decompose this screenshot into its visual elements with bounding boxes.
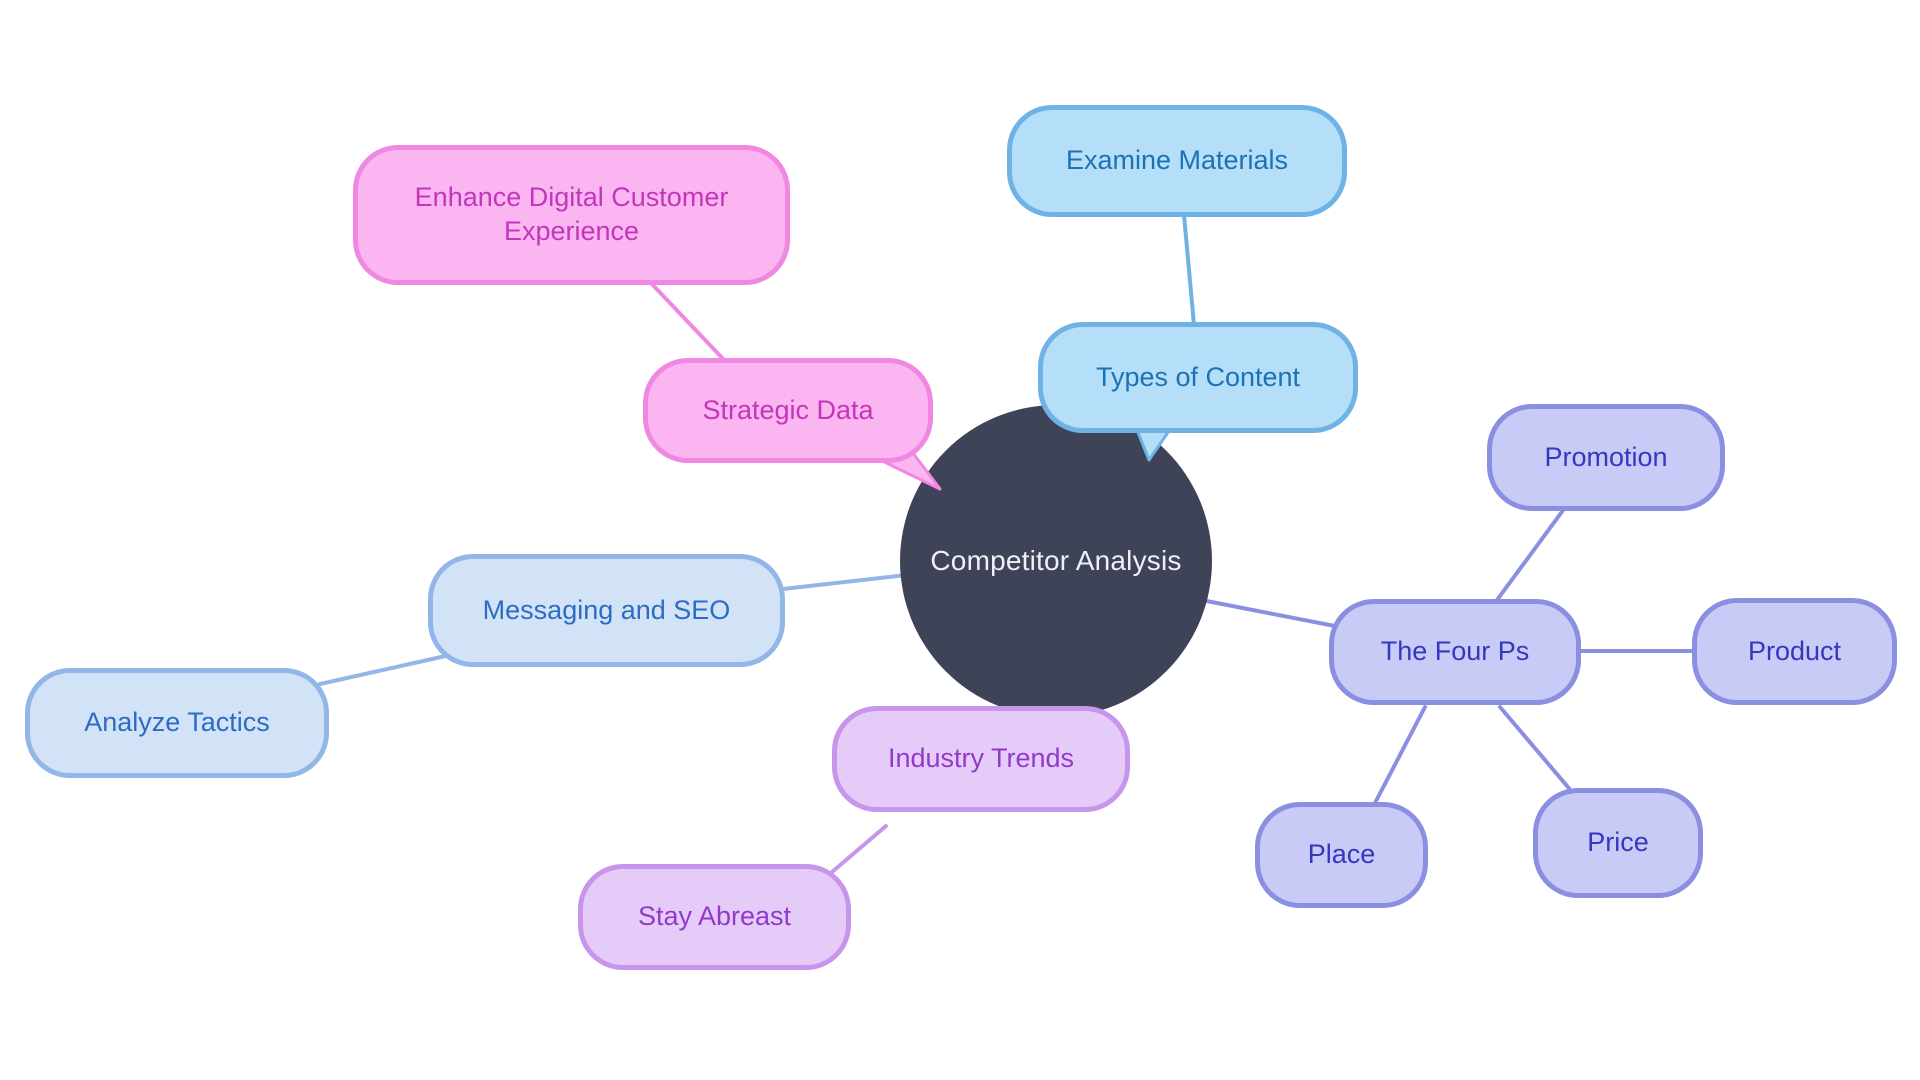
edge-strategic-enhance — [648, 280, 728, 364]
node-place: Place — [1255, 802, 1428, 908]
edge-fourps-place — [1373, 705, 1427, 805]
node-price: Price — [1533, 788, 1703, 898]
edge-fourps-promotion — [1495, 507, 1566, 602]
node-stay-abreast: Stay Abreast — [578, 864, 851, 970]
node-types-of-content: Types of Content — [1038, 322, 1358, 433]
node-enhance-digital-customer-experience: Enhance Digital Customer Experience — [353, 145, 790, 285]
node-messaging-and-seo: Messaging and SEO — [428, 554, 785, 667]
node-industry-trends: Industry Trends — [832, 706, 1130, 812]
edge-center-messaging — [781, 572, 917, 591]
node-competitor-analysis: Competitor Analysis — [900, 405, 1212, 717]
edge-types-examine — [1182, 213, 1196, 327]
center-node-label: Competitor Analysis — [930, 545, 1182, 576]
edge-messaging-analyze — [318, 653, 452, 686]
node-product: Product — [1692, 598, 1897, 705]
edge-fourps-price — [1498, 705, 1575, 795]
node-analyze-tactics: Analyze Tactics — [25, 668, 329, 778]
node-strategic-data: Strategic Data — [643, 358, 933, 463]
node-examine-materials: Examine Materials — [1007, 105, 1347, 217]
node-the-four-ps: The Four Ps — [1329, 599, 1581, 705]
node-promotion: Promotion — [1487, 404, 1725, 511]
